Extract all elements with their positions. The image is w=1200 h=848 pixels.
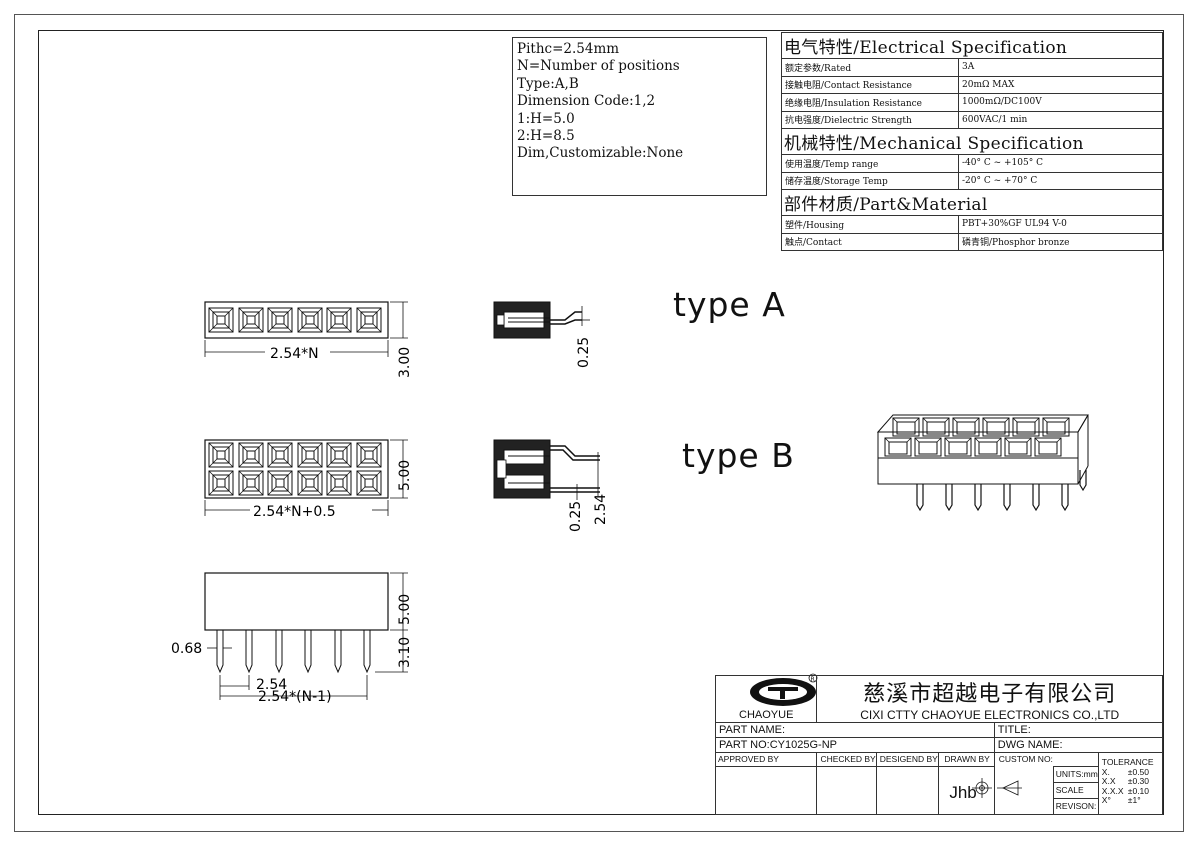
tolerance-label: TOLERANCE xyxy=(1101,757,1154,767)
drawer-name: Jhb xyxy=(949,783,977,802)
dim-f-height: 5.00 xyxy=(397,594,413,625)
logo-cell: CHAOYUE xyxy=(714,675,818,723)
note-line: N=Number of positions xyxy=(517,58,680,75)
isometric-view xyxy=(876,414,1089,512)
type-a-side-view xyxy=(493,301,590,339)
drawing-border xyxy=(38,30,1164,815)
front-view xyxy=(204,572,408,700)
scale-label: SCALE xyxy=(1053,782,1098,798)
drawn-by-label: DRAWN BY xyxy=(939,753,994,767)
part-no-field: PART NO:CY1025G-NP xyxy=(715,737,995,753)
type-b-top-view xyxy=(204,439,408,516)
notes-box: Pithc=2.54mm N=Number of positions Type:… xyxy=(512,37,767,196)
dim-f-pitch: 2.54 xyxy=(256,677,287,693)
note-line: Dim,Customizable:None xyxy=(517,145,684,162)
electrical-header: 电气特性/Electrical Specification xyxy=(781,32,1163,59)
note-line: Dimension Code:1,2 xyxy=(517,93,656,110)
tol-row: X.X.X±0.10 xyxy=(1101,785,1159,797)
title-field: TITLE: xyxy=(993,722,1164,738)
note-line: Pithc=2.54mm xyxy=(517,41,620,57)
company-cell: 慈溪市超越电子有限公司 CIXI CTTY CHAOYUE ELECTRONIC… xyxy=(816,675,1163,723)
dim-a-height: 3.00 xyxy=(397,347,413,378)
tol-key: X° xyxy=(1101,795,1111,805)
tol-value: ±0.30 xyxy=(1127,776,1150,786)
revision-label: REVISON: xyxy=(1053,798,1098,814)
check-col: CHECKED BY xyxy=(816,752,877,815)
approved-by-label: APPROVED BY xyxy=(716,753,817,767)
tol-key: X. xyxy=(1101,766,1110,777)
dim-b-width: 2.54*N+0.5 xyxy=(253,504,336,520)
tol-key: X.X.X xyxy=(1101,785,1124,796)
dim-f-pin-width: 0.68 xyxy=(171,641,202,657)
spec-row: 使用温度/Temp range-40° C ~ +105° C xyxy=(781,154,1163,173)
dim-b-height: 5.00 xyxy=(397,460,413,491)
tolerance-col: TOLERANCE X. ±0.50 X.X ±0.30 X.X.X±0.10 X°… xyxy=(1097,752,1164,815)
type-a-label: type A xyxy=(673,285,786,324)
design-col: DESIGEND BY xyxy=(875,752,940,815)
tol-value: ±0.50 xyxy=(1127,766,1150,777)
mechanical-header: 机械特性/Mechanical Specification xyxy=(781,128,1163,155)
type-b-side-view xyxy=(493,439,600,500)
spec-value: 磷青铜/Phosphor bronze xyxy=(958,232,1163,251)
company-name-en: CIXI CTTY CHAOYUE ELECTRONICS CO.,LTD xyxy=(860,708,1120,722)
dim-a-width: 2.54*N xyxy=(270,346,319,362)
units-label: UNITS:mm xyxy=(1053,766,1098,782)
type-b-label: type B xyxy=(682,436,795,475)
title-block: CHAOYUE 慈溪市超越电子有限公司 CIXI CTTY CHAOYUE EL… xyxy=(714,675,1164,816)
tol-key: X.X xyxy=(1101,776,1116,786)
tol-value: ±0.10 xyxy=(1127,785,1150,796)
note-line: Type:A,B xyxy=(517,75,579,92)
company-name-cn: 慈溪市超越电子有限公司 xyxy=(863,681,1117,706)
part-name-field: PART NAME: xyxy=(715,722,995,738)
dim-b-side-1: 0.25 xyxy=(568,501,584,532)
tol-row: X. ±0.50 xyxy=(1101,766,1159,778)
note-line: 1:H=5.0 xyxy=(517,110,575,127)
custom-no-label: CUSTOM NO: xyxy=(998,754,1053,764)
tol-row: X° ±1° xyxy=(1101,795,1159,806)
approval-col: APPROVED BY xyxy=(714,752,818,815)
dwg-name-field: DWG NAME: xyxy=(993,737,1164,753)
note-line: 2:H=8.5 xyxy=(517,128,575,145)
designed-by-label: DESIGEND BY xyxy=(876,753,939,767)
dim-a-side: 0.25 xyxy=(576,337,592,368)
tol-row: X.X ±0.30 xyxy=(1101,776,1159,787)
dim-f-pin-length: 3.10 xyxy=(397,637,413,668)
outer-frame xyxy=(14,14,1184,832)
custom-col: CUSTOM NO: UNITS:mm SCALE REVISON: xyxy=(993,752,1099,815)
tol-value: ±1° xyxy=(1127,795,1141,805)
material-header: 部件材质/Part&Material xyxy=(781,189,1163,216)
type-a-top-view xyxy=(204,301,408,357)
checked-by-label: CHECKED BY xyxy=(817,753,876,767)
dim-b-side-2: 2.54 xyxy=(593,494,609,525)
specification-table: 电气特性/Electrical Specification 额定参数/Rated… xyxy=(781,32,1163,251)
drawn-col: DRAWN BY Jhb xyxy=(938,752,995,815)
dim-f-total: 2.54*(N-1) xyxy=(258,689,332,705)
logo-text: CHAOYUE xyxy=(739,709,794,721)
